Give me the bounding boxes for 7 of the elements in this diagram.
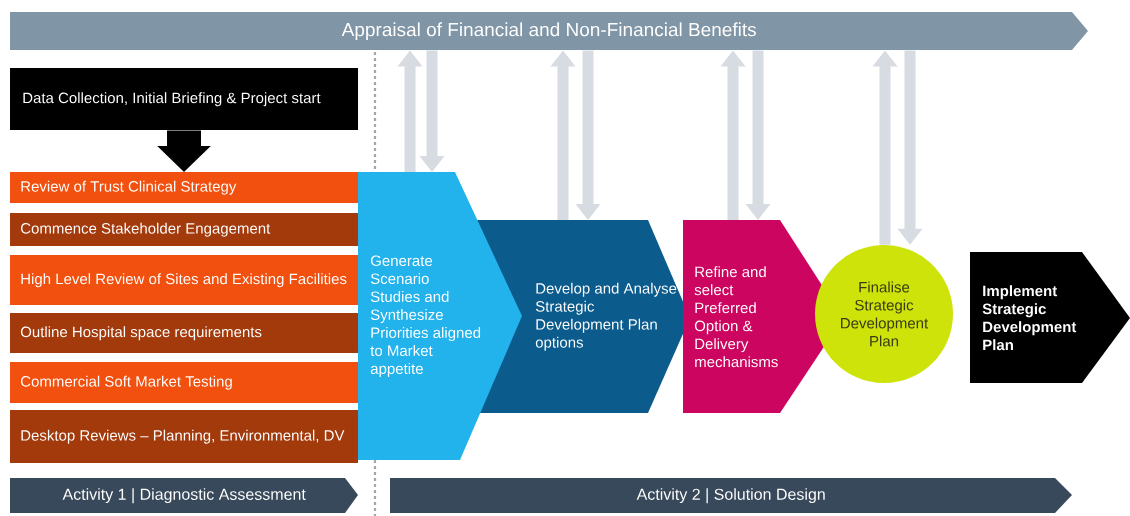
text-box: Data Collection, Initial Briefing & Project start [10, 68, 358, 130]
task-bar: Desktop Reviews – Planning, Environmental, DV [10, 410, 358, 463]
task-bar: Commence Stakeholder Engagement [10, 213, 358, 246]
task-bar: Review of Trust Clinical Strategy [10, 172, 358, 203]
task-bar: High Level Review of Sites and Existing Facilities [10, 255, 358, 305]
task-bar: Commercial Soft Market Testing [10, 362, 358, 403]
task-bar: Outline Hospital space requirements [10, 313, 358, 353]
